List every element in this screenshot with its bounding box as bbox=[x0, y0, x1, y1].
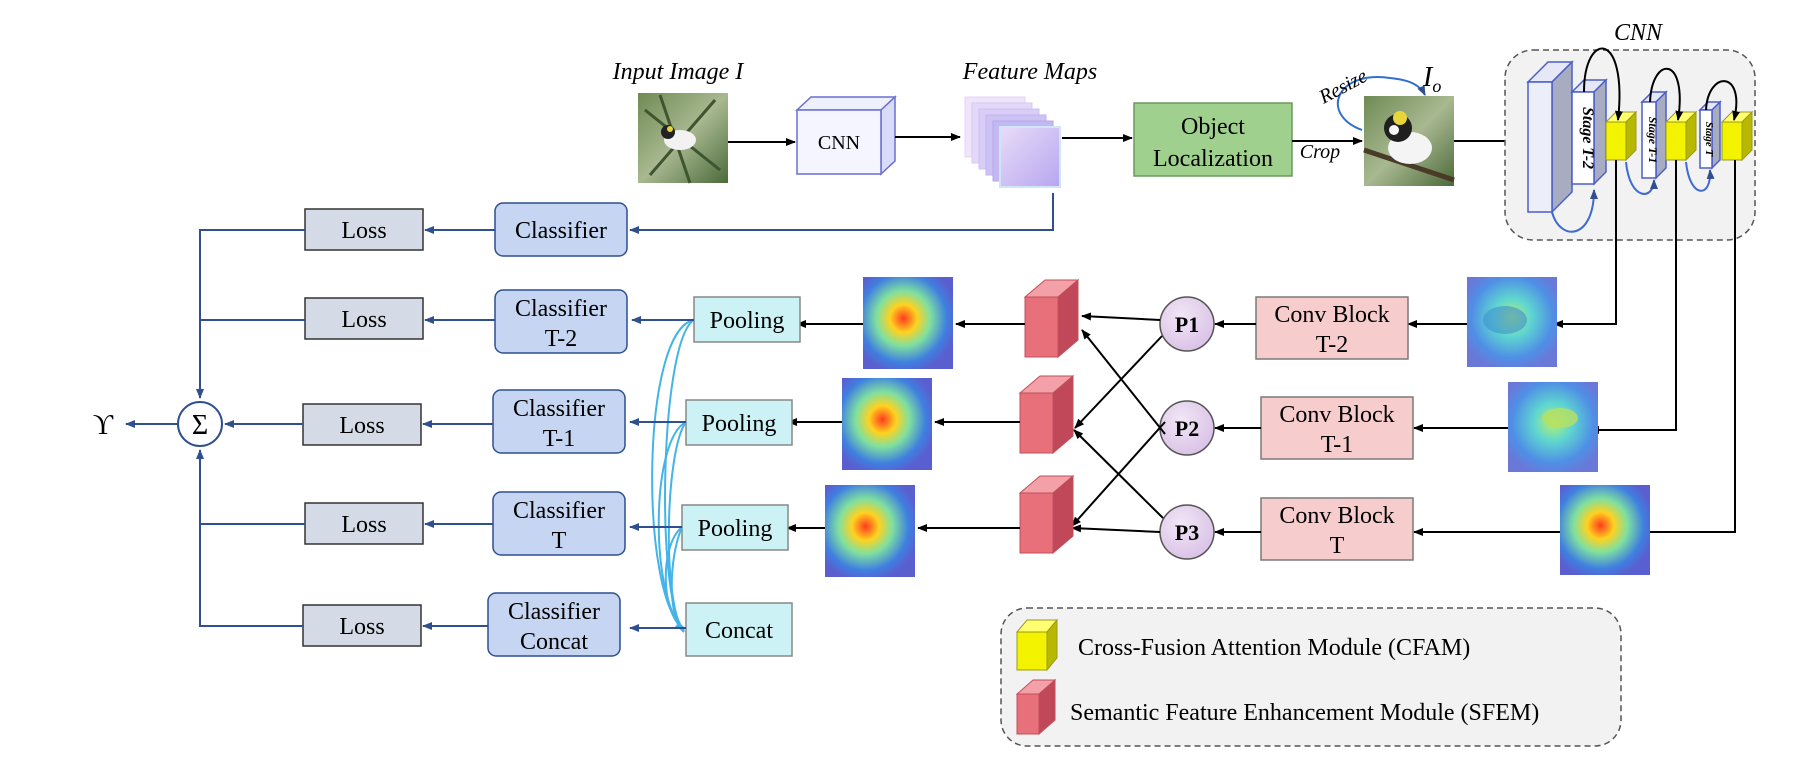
cross-connections bbox=[1071, 312, 1166, 533]
enhanced-map-3 bbox=[825, 485, 915, 577]
concat-box bbox=[685, 602, 793, 657]
pooling-label-1: Pooling bbox=[710, 308, 785, 334]
cfam-block-1 bbox=[1605, 121, 1627, 161]
legend-panel bbox=[1000, 607, 1622, 747]
loss-box-1 bbox=[304, 297, 424, 340]
sum-symbol: Σ bbox=[192, 410, 208, 441]
conv-block-t-line1: Conv Block bbox=[1279, 503, 1394, 529]
stage-t-1-label: Stage T-1 bbox=[1646, 117, 1660, 164]
backbone-title: CNN bbox=[1614, 20, 1664, 46]
object-localization-line2: Localization bbox=[1153, 146, 1273, 172]
loss-box-3 bbox=[304, 502, 424, 545]
loss-label-0: Loss bbox=[341, 218, 386, 244]
pooling-label-2: Pooling bbox=[702, 411, 777, 437]
object-localization-line1: Object bbox=[1181, 114, 1245, 140]
legend-sfem-label: Semantic Feature Enhancement Module (SFE… bbox=[1070, 700, 1539, 726]
conv-block-t-1 bbox=[1260, 396, 1414, 460]
conv-block-t-line2: T bbox=[1330, 533, 1345, 559]
stem-block bbox=[1527, 81, 1553, 213]
feature-maps-stack bbox=[964, 96, 1061, 188]
conv-block-t-2 bbox=[1255, 296, 1409, 360]
concat-label: Concat bbox=[705, 618, 773, 644]
classifier-0-line1: Classifier bbox=[515, 218, 607, 244]
cfam-block-2 bbox=[1665, 121, 1687, 161]
cropped-bird-image bbox=[1363, 96, 1455, 186]
attention-map-t-1 bbox=[1508, 382, 1598, 472]
conv-block-t-1-line2: T-1 bbox=[1321, 432, 1353, 458]
io-label: Io bbox=[1422, 62, 1441, 96]
legend-cfam-icon bbox=[1015, 618, 1059, 672]
conv-block-t-1-line1: Conv Block bbox=[1279, 402, 1394, 428]
stage-t-2-label: Stage T-2 bbox=[1579, 107, 1596, 169]
conv-block-t-2-line1: Conv Block bbox=[1274, 302, 1389, 328]
legend-cfam-label: Cross-Fusion Attention Module (CFAM) bbox=[1078, 635, 1470, 661]
classifier-t-2-line1: Classifier bbox=[515, 296, 607, 322]
loss-label-4: Loss bbox=[339, 614, 384, 640]
resize-arc bbox=[1336, 76, 1426, 131]
pooling-label-3: Pooling bbox=[698, 516, 773, 542]
classifier-box-t-1 bbox=[492, 389, 626, 454]
attention-map-t-2 bbox=[1467, 277, 1557, 367]
input-image-label: Input Image I bbox=[612, 59, 745, 85]
sfem-block-1 bbox=[1023, 278, 1080, 359]
pooling-box-2 bbox=[685, 399, 793, 446]
p2-label: P2 bbox=[1175, 416, 1199, 441]
classifier-t-line1: Classifier bbox=[513, 498, 605, 524]
cnn-cube bbox=[795, 95, 897, 176]
sfem-block-2 bbox=[1018, 374, 1075, 455]
pooling-to-concat-links bbox=[651, 319, 695, 633]
attention-map-t bbox=[1560, 485, 1650, 575]
classifier-t-line2: T bbox=[552, 528, 567, 554]
classifier-t-2-line2: T-2 bbox=[545, 326, 577, 352]
enhanced-map-2 bbox=[842, 378, 932, 470]
input-bird-image bbox=[638, 93, 728, 184]
classifier-t-1-line1: Classifier bbox=[513, 396, 605, 422]
loss-label-2: Loss bbox=[339, 413, 384, 439]
loss-label-1: Loss bbox=[341, 307, 386, 333]
stage-t-1-block bbox=[1641, 101, 1657, 179]
pooling-box-3 bbox=[681, 504, 789, 551]
loss-box-2 bbox=[302, 403, 422, 446]
crop-label: Crop bbox=[1300, 141, 1340, 163]
conv-block-t bbox=[1260, 497, 1414, 561]
classifier-box-concat bbox=[487, 592, 621, 657]
loss-to-sum-lines bbox=[196, 229, 305, 627]
feature-maps-label: Feature Maps bbox=[962, 59, 1097, 85]
cfam-block-3 bbox=[1721, 121, 1743, 161]
enhanced-map-1 bbox=[863, 277, 953, 369]
output-symbol: ϒ bbox=[93, 410, 114, 441]
classifier-concat-line2: Concat bbox=[520, 629, 588, 655]
cnn-label: CNN bbox=[818, 132, 860, 154]
loss-label-3: Loss bbox=[341, 512, 386, 538]
stage-t-label: Stage T bbox=[1703, 122, 1715, 158]
p3-label: P3 bbox=[1175, 520, 1199, 545]
conv-block-t-2-line2: T-2 bbox=[1316, 332, 1348, 358]
object-localization-box bbox=[1133, 102, 1293, 177]
sfem-block-3 bbox=[1018, 474, 1075, 555]
p1-label: P1 bbox=[1175, 312, 1199, 337]
legend-sfem-icon bbox=[1015, 678, 1057, 736]
classifier-t-1-line2: T-1 bbox=[543, 426, 575, 452]
p1-node bbox=[1159, 296, 1215, 352]
classifier-concat-line1: Classifier bbox=[508, 599, 600, 625]
classifier-box-t-2 bbox=[494, 289, 628, 354]
resize-label: Resize bbox=[1315, 65, 1371, 109]
